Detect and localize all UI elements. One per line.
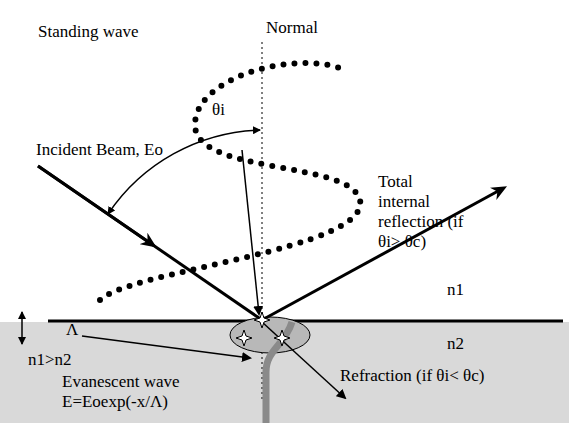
- incident-arrowhead: [38, 166, 150, 243]
- lambda-leader: [82, 336, 250, 358]
- text-label: Evanescent wave E=Eoexp(-x/Λ): [62, 372, 194, 412]
- text-label: Normal: [266, 18, 318, 38]
- text-label: Total internal reflection (if θi> θc): [378, 172, 464, 252]
- text-label: Incident Beam, Eo: [36, 140, 163, 160]
- refracted-beam: [262, 322, 345, 398]
- evanescent-wave: [266, 322, 292, 423]
- interface-line: [48, 320, 563, 323]
- incident-beam: [38, 166, 262, 320]
- lower-medium: [0, 322, 569, 423]
- evanescent-region: [230, 317, 310, 353]
- sparkle-symbols: [236, 312, 290, 346]
- text-label: Standing wave: [38, 22, 139, 42]
- penetration-arrow: [21, 312, 23, 344]
- text-label: Refraction (if θi< θc): [340, 366, 484, 386]
- text-label: n1: [447, 280, 464, 300]
- text-label: n2: [447, 334, 464, 354]
- wave-vector: [242, 150, 259, 314]
- text-label: Λ: [66, 320, 78, 340]
- standing-wave: [100, 63, 360, 300]
- text-label: θi: [212, 100, 225, 120]
- text-label: n1>n2: [28, 350, 72, 370]
